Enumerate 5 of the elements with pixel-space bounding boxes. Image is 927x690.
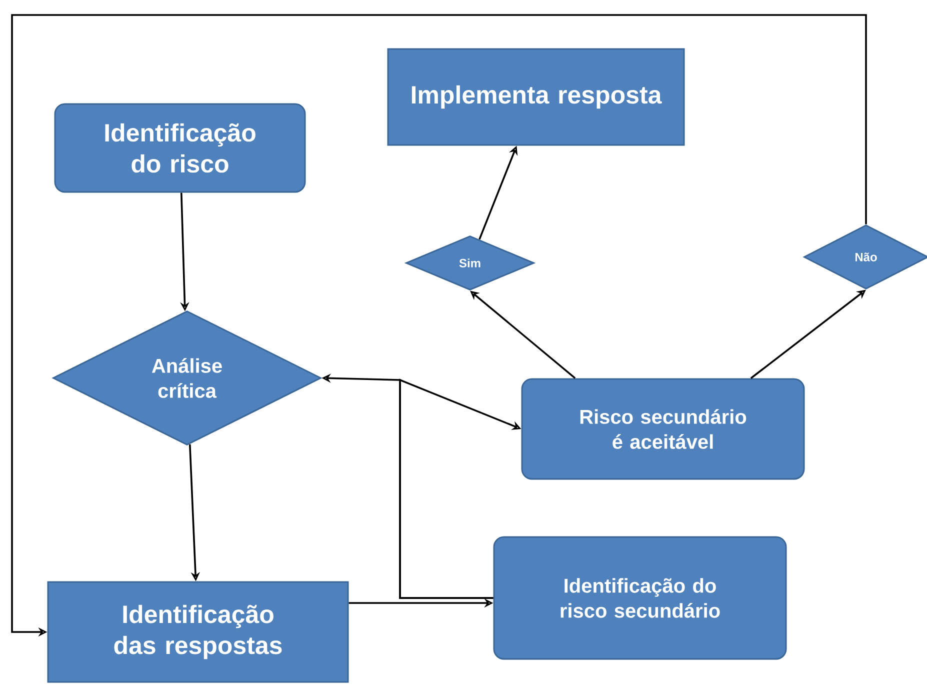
process-box: Risco secundário é aceitável: [521, 378, 805, 480]
process-box: Identificação do risco secundário: [493, 536, 787, 660]
process-box: Identificação do risco: [54, 103, 306, 193]
process-box: Identificação das respostas: [47, 581, 349, 683]
process-box: Implementa resposta: [387, 48, 685, 146]
